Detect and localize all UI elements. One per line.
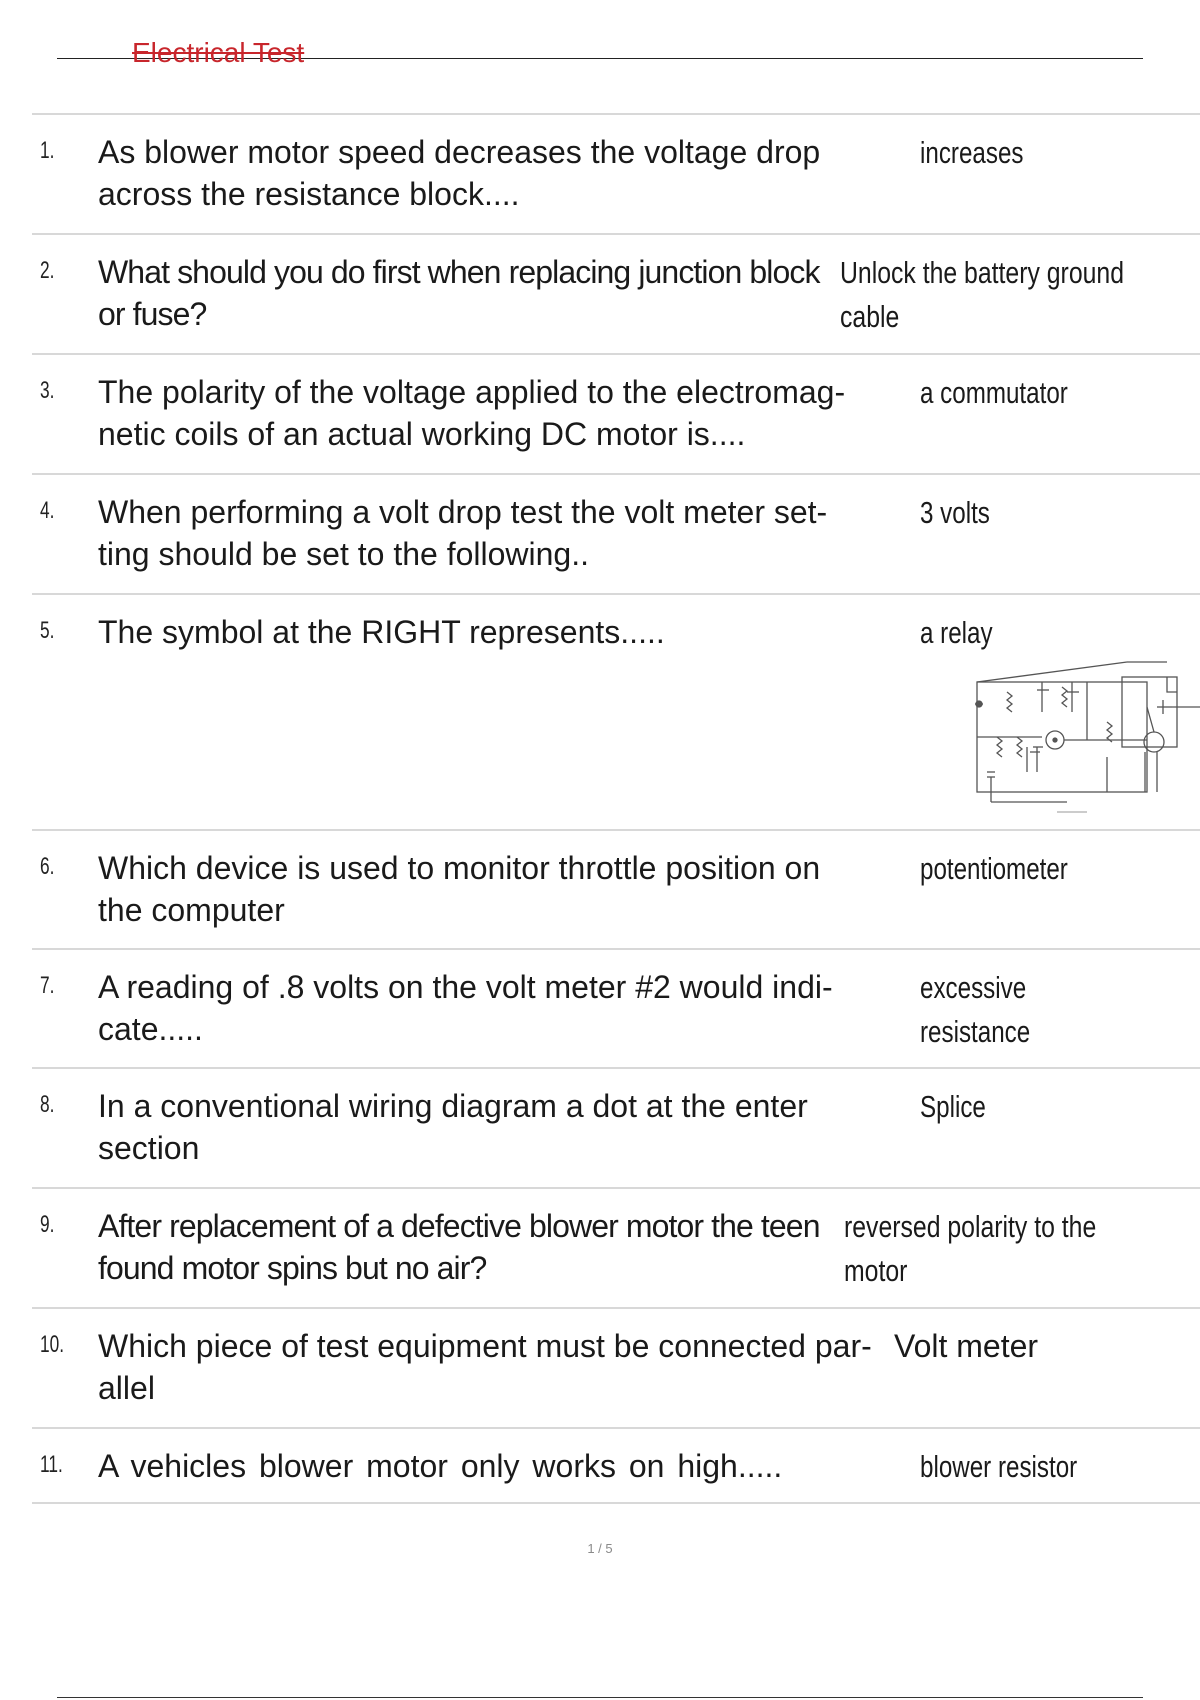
question-text: After replacement of a defective blower … [98,1208,820,1286]
question-number: 1. [40,137,55,164]
question-answer: Unlock the battery ground cable [840,255,1124,334]
question-answer: reversed polarity to the motor [844,1209,1097,1288]
question-number: 9. [40,1211,55,1238]
question-number: 10. [40,1331,65,1358]
question-text: What should you do first when replacing … [98,254,821,332]
question-text: In a conventional wiring diagram a dot a… [98,1088,808,1166]
question-number: 8. [40,1091,55,1118]
question-number: 4. [40,497,55,524]
question-answer: Splice [920,1089,986,1124]
question-row: 4. When performing a volt drop test the … [32,475,1200,595]
question-number: 3. [40,377,55,404]
question-row: 10. Which piece of test equipment must b… [32,1309,1200,1429]
question-row: 9. After replacement of a defective blow… [32,1189,1200,1309]
question-row: 5. The symbol at the RIGHT represents...… [32,595,1200,831]
question-text: Which device is used to monitor throttle… [98,850,821,928]
question-number: 6. [40,853,55,880]
relay-schematic-diagram [975,661,1200,813]
question-answer: Volt meter [894,1328,1039,1364]
question-answer: a commutator [920,375,1068,410]
question-row: 1. As blower motor speed decreases the v… [32,115,1200,235]
question-answer: blower resistor [920,1449,1078,1484]
question-text: Which piece of test equipment must be co… [98,1328,872,1406]
question-answer: potentiometer [920,851,1068,886]
question-text: The polarity of the voltage applied to t… [98,374,846,452]
question-answer: a relay [920,615,993,650]
question-text: The symbol at the RIGHT represents..... [98,614,665,650]
question-answer: increases [920,135,1024,170]
question-number: 2. [40,257,55,284]
question-answer: excessive resistance [920,970,1031,1049]
document-header: Electrical Test [57,36,1143,68]
question-row: 6. Which device is used to monitor throt… [32,831,1200,950]
question-number: 11. [40,1451,63,1478]
question-row: 8. In a conventional wiring diagram a do… [32,1069,1200,1189]
question-row: 11. A vehicles blower motor only works o… [32,1429,1200,1504]
document-title: Electrical Test [132,37,305,68]
question-number: 7. [40,972,55,999]
bottom-divider [57,1697,1143,1698]
question-row: 7. A reading of .8 volts on the volt met… [32,950,1200,1069]
question-text: When performing a volt drop test the vol… [98,494,828,572]
question-number: 5. [40,617,55,644]
question-list: 1. As blower motor speed decreases the v… [32,113,1200,1504]
question-text: As blower motor speed decreases the volt… [98,134,821,212]
question-row: 2. What should you do first when replaci… [32,235,1200,355]
question-row: 3. The polarity of the voltage applied t… [32,355,1200,475]
question-answer: 3 volts [920,495,990,530]
question-text: A reading of .8 volts on the volt meter … [98,969,833,1047]
question-text: A vehicles blower motor only works on hi… [98,1448,783,1484]
page-indicator: 1 / 5 [587,1541,613,1556]
